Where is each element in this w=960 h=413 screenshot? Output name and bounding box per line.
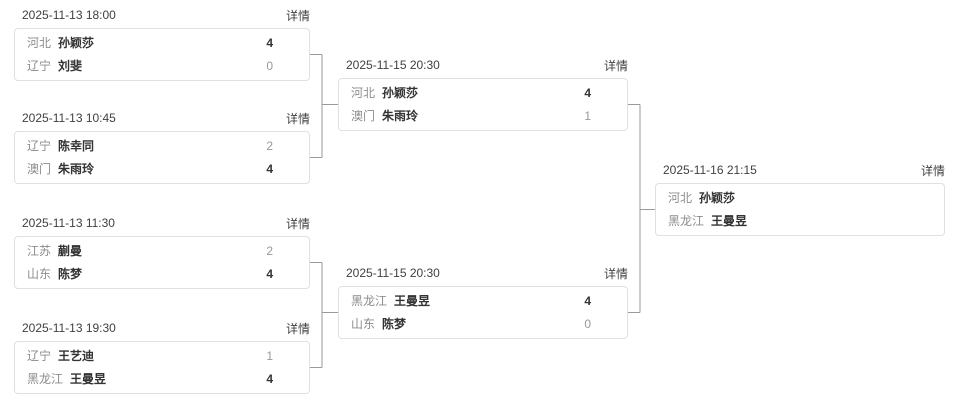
match-box: 黑龙江 王曼昱 4 山东 陈梦 0 xyxy=(338,286,628,339)
player-province: 辽宁 xyxy=(27,59,52,74)
player-row: 辽宁 王艺迪 1 xyxy=(15,344,309,368)
player-province: 黑龙江 xyxy=(668,214,705,229)
player-row: 河北 孙颖莎 4 xyxy=(339,81,627,105)
match-header: 2025-11-13 18:00 详情 xyxy=(14,8,310,23)
match-datetime: 2025-11-16 21:15 xyxy=(663,163,757,177)
player-row: 山东 陈梦 4 xyxy=(15,263,309,287)
player-row: 澳门 朱雨玲 1 xyxy=(339,105,627,129)
player-score: 4 xyxy=(584,293,591,308)
player-row: 江苏 蒯曼 2 xyxy=(15,239,309,263)
match-card-final: 2025-11-16 21:15 详情 河北 孙颖莎 黑龙江 王曼昱 xyxy=(655,163,945,236)
player-name: 孙颖莎 xyxy=(382,85,419,100)
player-score: 2 xyxy=(266,243,273,258)
detail-link[interactable]: 详情 xyxy=(603,58,628,73)
player-name: 朱雨玲 xyxy=(382,109,419,124)
player-name: 王曼昱 xyxy=(70,372,107,387)
detail-link[interactable]: 详情 xyxy=(285,216,310,231)
player-province: 河北 xyxy=(351,85,376,100)
player-province: 山东 xyxy=(27,267,52,282)
player-province: 江苏 xyxy=(27,243,52,258)
player-row: 黑龙江 王曼昱 xyxy=(656,210,944,234)
player-score: 1 xyxy=(584,109,591,124)
match-header: 2025-11-16 21:15 详情 xyxy=(655,163,945,178)
match-card-sf2: 2025-11-15 20:30 详情 黑龙江 王曼昱 4 山东 陈梦 0 xyxy=(338,266,628,339)
player-province: 山东 xyxy=(351,317,376,332)
player-row: 辽宁 陈幸同 2 xyxy=(15,134,309,158)
player-row: 澳门 朱雨玲 4 xyxy=(15,158,309,182)
player-row: 黑龙江 王曼昱 4 xyxy=(15,368,309,392)
player-name: 孙颖莎 xyxy=(699,190,736,205)
player-province: 黑龙江 xyxy=(27,372,64,387)
player-name: 蒯曼 xyxy=(58,243,83,258)
match-header: 2025-11-13 10:45 详情 xyxy=(14,111,310,126)
player-name: 陈梦 xyxy=(382,317,407,332)
match-datetime: 2025-11-13 10:45 xyxy=(22,111,116,125)
player-province: 辽宁 xyxy=(27,138,52,153)
player-score: 4 xyxy=(266,372,273,387)
player-province: 辽宁 xyxy=(27,348,52,363)
player-name: 陈幸同 xyxy=(58,138,95,153)
match-box: 河北 孙颖莎 黑龙江 王曼昱 xyxy=(655,183,945,236)
match-header: 2025-11-13 19:30 详情 xyxy=(14,321,310,336)
player-row: 河北 孙颖莎 xyxy=(656,186,944,210)
player-province: 澳门 xyxy=(351,109,376,124)
match-datetime: 2025-11-13 19:30 xyxy=(22,321,116,335)
player-name: 刘斐 xyxy=(58,59,83,74)
player-row: 黑龙江 王曼昱 4 xyxy=(339,289,627,313)
match-card-qf4: 2025-11-13 19:30 详情 辽宁 王艺迪 1 黑龙江 王曼昱 4 xyxy=(14,321,310,394)
player-row: 河北 孙颖莎 4 xyxy=(15,31,309,55)
match-header: 2025-11-15 20:30 详情 xyxy=(338,266,628,281)
player-score: 4 xyxy=(266,267,273,282)
match-card-qf3: 2025-11-13 11:30 详情 江苏 蒯曼 2 山东 陈梦 4 xyxy=(14,216,310,289)
match-box: 江苏 蒯曼 2 山东 陈梦 4 xyxy=(14,236,310,289)
player-name: 王曼昱 xyxy=(394,293,431,308)
player-score: 2 xyxy=(266,138,273,153)
match-datetime: 2025-11-13 18:00 xyxy=(22,8,116,22)
player-row: 辽宁 刘斐 0 xyxy=(15,55,309,79)
player-province: 黑龙江 xyxy=(351,293,388,308)
player-score: 0 xyxy=(266,59,273,74)
match-header: 2025-11-15 20:30 详情 xyxy=(338,58,628,73)
match-datetime: 2025-11-15 20:30 xyxy=(346,58,440,72)
player-name: 王艺迪 xyxy=(58,348,95,363)
detail-link[interactable]: 详情 xyxy=(285,8,310,23)
player-score: 0 xyxy=(584,317,591,332)
detail-link[interactable]: 详情 xyxy=(285,321,310,336)
player-name: 朱雨玲 xyxy=(58,162,95,177)
match-datetime: 2025-11-15 20:30 xyxy=(346,266,440,280)
player-score: 1 xyxy=(266,348,273,363)
detail-link[interactable]: 详情 xyxy=(603,266,628,281)
match-box: 辽宁 王艺迪 1 黑龙江 王曼昱 4 xyxy=(14,341,310,394)
match-datetime: 2025-11-13 11:30 xyxy=(22,216,115,230)
match-box: 河北 孙颖莎 4 辽宁 刘斐 0 xyxy=(14,28,310,81)
player-province: 河北 xyxy=(27,35,52,50)
player-score: 4 xyxy=(266,162,273,177)
player-province: 澳门 xyxy=(27,162,52,177)
player-score: 4 xyxy=(584,85,591,100)
detail-link[interactable]: 详情 xyxy=(920,163,945,178)
detail-link[interactable]: 详情 xyxy=(285,111,310,126)
match-card-qf2: 2025-11-13 10:45 详情 辽宁 陈幸同 2 澳门 朱雨玲 4 xyxy=(14,111,310,184)
player-name: 陈梦 xyxy=(58,267,83,282)
match-header: 2025-11-13 11:30 详情 xyxy=(14,216,310,231)
match-box: 河北 孙颖莎 4 澳门 朱雨玲 1 xyxy=(338,78,628,131)
player-province: 河北 xyxy=(668,190,693,205)
match-card-sf1: 2025-11-15 20:30 详情 河北 孙颖莎 4 澳门 朱雨玲 1 xyxy=(338,58,628,131)
player-row: 山东 陈梦 0 xyxy=(339,313,627,337)
player-name: 孙颖莎 xyxy=(58,35,95,50)
match-card-qf1: 2025-11-13 18:00 详情 河北 孙颖莎 4 辽宁 刘斐 0 xyxy=(14,8,310,81)
match-box: 辽宁 陈幸同 2 澳门 朱雨玲 4 xyxy=(14,131,310,184)
player-score: 4 xyxy=(266,35,273,50)
player-name: 王曼昱 xyxy=(711,214,748,229)
